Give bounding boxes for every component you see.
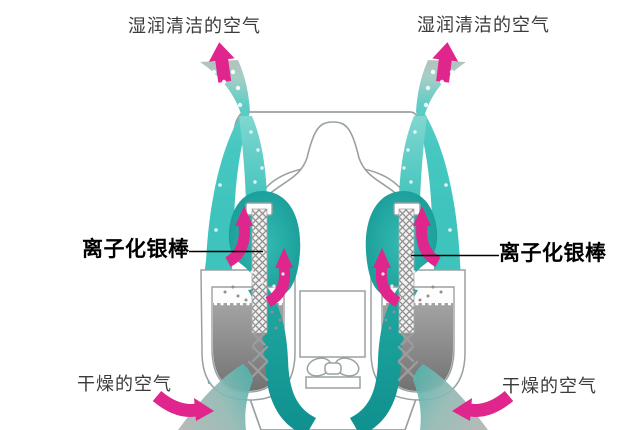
- label-silver-rod-right: 离子化银棒: [499, 242, 607, 265]
- fan: [306, 357, 360, 377]
- label-dry-air-left: 干燥的空气: [77, 374, 172, 394]
- arrow-intake-left: [152, 390, 214, 421]
- inner-stream-right: [399, 116, 427, 202]
- arrow-flow-right-outer: [413, 206, 441, 267]
- label-moist-clean-air-left: 湿润清洁的空气: [128, 16, 261, 36]
- fan-base: [305, 376, 361, 389]
- motor-box: [299, 290, 366, 358]
- label-dry-air-right: 干燥的空气: [502, 376, 597, 396]
- arrow-flow-left-inner: [265, 248, 293, 307]
- arrow-flow-left-outer: [225, 206, 253, 267]
- arrow-up-left: [208, 42, 235, 83]
- mist-dots-top-left: [211, 69, 243, 111]
- inner-stream-left: [239, 116, 267, 202]
- ion-sparks-left: [247, 332, 269, 382]
- mist-dots-top-right: [423, 69, 455, 111]
- silver-rod-left: [251, 208, 268, 334]
- label-moist-clean-air-right: 湿润清洁的空气: [417, 15, 550, 35]
- bubble-dots-tanks: [223, 285, 443, 330]
- silver-rod-right: [398, 208, 415, 334]
- label-silver-rod-left: 离子化银棒: [82, 238, 190, 261]
- center-bell: [251, 121, 415, 215]
- arrow-intake-right: [452, 390, 514, 421]
- arrow-up-right: [432, 42, 459, 83]
- arrow-flow-right-inner: [373, 248, 401, 307]
- mist-dots-streams: [208, 130, 458, 288]
